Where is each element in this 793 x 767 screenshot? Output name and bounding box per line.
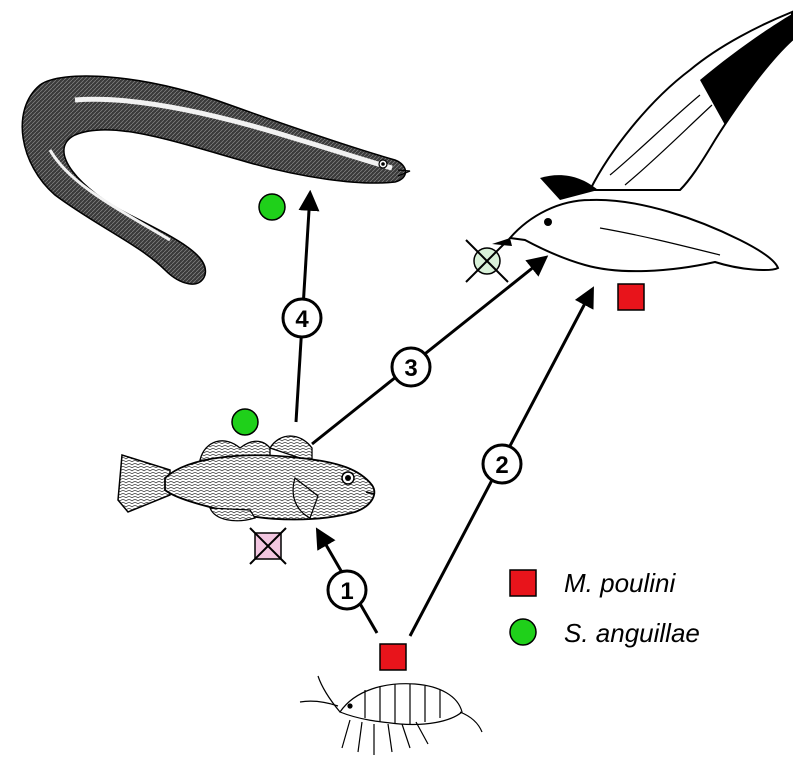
- legend-m-poulini-swatch: [510, 570, 536, 596]
- amphipod-illustration: [300, 676, 482, 755]
- fish-illustration: [118, 436, 375, 521]
- step-2-label: 2: [495, 452, 508, 479]
- eel-illustration: [22, 76, 410, 284]
- legend-m-poulini-label: M. poulini: [564, 568, 676, 598]
- step-2-badge: 2: [483, 445, 521, 483]
- step-4-label: 4: [295, 306, 309, 333]
- step-3-badge: 3: [392, 348, 430, 386]
- step-4-badge: 4: [283, 299, 321, 337]
- arrow-step-3: [312, 258, 545, 444]
- transmission-arrows: [296, 194, 592, 636]
- m-poulini-marker-gull: [618, 284, 644, 310]
- step-1-label: 1: [340, 578, 353, 605]
- legend-s-anguillae-swatch: [510, 619, 536, 645]
- s-anguillae-prevented-marker: [466, 240, 508, 282]
- step-1-badge: 1: [328, 571, 366, 609]
- legend: M. poulini S. anguillae: [510, 568, 700, 648]
- legend-s-anguillae-label: S. anguillae: [564, 618, 700, 648]
- s-anguillae-marker-eel: [259, 194, 285, 220]
- gull-illustration: [492, 12, 792, 271]
- m-poulini-prevented-marker: [250, 528, 286, 564]
- m-poulini-marker-amphipod: [380, 644, 406, 670]
- parasite-markers: [232, 194, 644, 670]
- s-anguillae-marker-fish: [232, 409, 258, 435]
- step-3-label: 3: [404, 355, 417, 382]
